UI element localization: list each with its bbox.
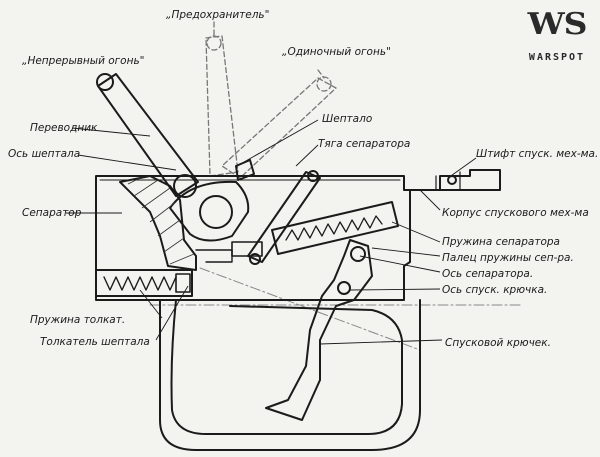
single-fire-position-ghost — [221, 69, 337, 179]
label-sear-axis: Ось шептала — [8, 148, 81, 160]
label-selector: Переводник — [30, 122, 98, 134]
label-separator-spring: Пружина сепаратора — [442, 236, 560, 248]
leader-lines — [66, 119, 477, 345]
separator-body — [119, 175, 197, 271]
label-safety: „Предохранитель" — [166, 9, 270, 21]
sear — [169, 180, 250, 242]
label-separator-spring-finger: Палец пружины сеп-ра. — [442, 252, 574, 264]
logo-name: WARSPOT — [528, 52, 586, 63]
warspot-logo: WS WARSPOT — [521, 8, 593, 70]
label-single-fire: „Одиночный огонь" — [282, 46, 391, 58]
label-separator: Сепаратор — [22, 207, 82, 219]
logo-mark: WS — [527, 7, 588, 42]
label-trigger-axis: Ось спуск. крючка. — [442, 284, 548, 296]
label-sear-plunger: Толкатель шептала — [40, 336, 150, 348]
separator-rod — [247, 171, 321, 263]
label-separator-axis: Ось сепаратора. — [442, 268, 534, 280]
label-separator-rod: Тяга сепаратора — [318, 138, 411, 150]
trigger-housing — [95, 169, 501, 301]
trigger — [265, 239, 373, 421]
separator-spring-tube — [271, 201, 399, 255]
separator-hatching — [127, 177, 195, 265]
label-trigger-pin: Штифт спуск. мех-ма. — [476, 148, 599, 160]
label-trigger: Спусковой крючек. — [445, 337, 551, 349]
label-sear: Шептало — [322, 113, 373, 125]
trigger-guard — [159, 299, 421, 451]
label-full-auto: „Непрерывный огонь" — [22, 55, 145, 67]
selector-lever — [97, 73, 199, 197]
safety-position-ghost — [205, 21, 239, 177]
plunger-spring-housing — [95, 269, 193, 297]
label-plunger-spring: Пружина толкат. — [30, 314, 126, 326]
label-trigger-housing: Корпус спускового мех-ма — [442, 207, 589, 219]
